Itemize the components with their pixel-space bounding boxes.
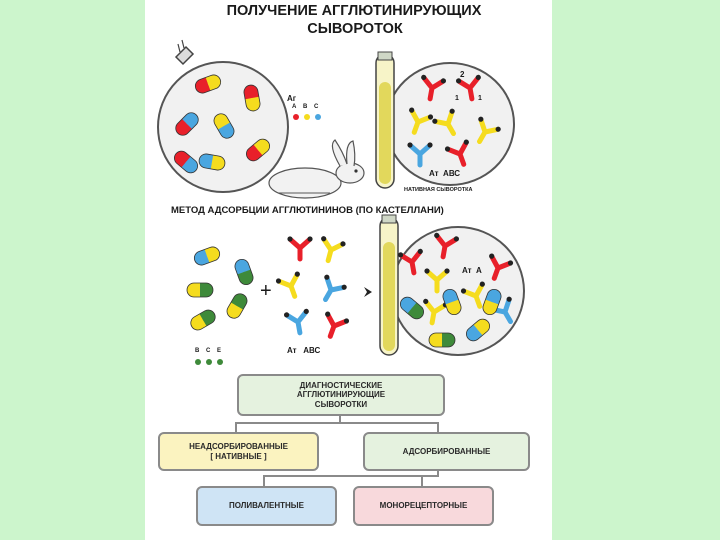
antibody-icon xyxy=(321,236,346,264)
bacterium-icon xyxy=(194,74,222,94)
bacterium-icon xyxy=(190,309,216,331)
bacterium-icon xyxy=(482,288,502,316)
box-adsorbed: АДСОРБИРОВАННЫЕ xyxy=(363,432,530,471)
bacterium-icon xyxy=(174,150,198,174)
antibody-a-label: Ат А xyxy=(462,266,482,275)
plus-sign: + xyxy=(260,280,272,302)
antibody-icon xyxy=(421,74,447,102)
flask-neck xyxy=(174,39,195,66)
bacterium-icon xyxy=(175,112,199,136)
antibody-icon xyxy=(287,236,313,262)
antibody-icon xyxy=(397,248,423,276)
title-line1: ПОЛУЧЕНИЕ АГГЛЮТИНИРУЮЩИХ xyxy=(226,3,482,19)
antibody-icon xyxy=(432,108,456,137)
test-tube-adsorbed xyxy=(379,214,399,356)
antibody-icon xyxy=(275,271,300,299)
number-1b: 1 xyxy=(478,95,482,102)
adsorption-dish xyxy=(391,226,525,356)
number-2: 2 xyxy=(460,70,465,79)
bacterium-icon xyxy=(246,138,270,162)
letter-c: С xyxy=(206,348,211,354)
bacterium-icon xyxy=(186,282,214,298)
native-serum-caption: НАТИВНАЯ СЫВОРОТКА xyxy=(404,187,473,193)
bacterium-icon xyxy=(466,318,490,342)
bacterium-icon xyxy=(243,84,261,112)
test-tube-native-serum xyxy=(375,51,395,189)
antibody-icon xyxy=(444,139,469,167)
antibody-icon xyxy=(409,107,434,135)
antibody-abc-label-2: Ат АВС xyxy=(287,346,321,355)
antigen-letter-a: А xyxy=(292,104,297,110)
antibody-abc-label: Ат АВС xyxy=(429,169,461,178)
arrow-icon xyxy=(364,287,372,297)
box-non-adsorbed: НЕАДСОРБИРОВАННЫЕ [ НАТИВНЫЕ ] xyxy=(158,432,319,471)
box-diagnostic-sera: ДИАГНОСТИЧЕСКИЕ АГГЛЮТИНИРУЮЩИЕ СЫВОРОТК… xyxy=(237,374,445,416)
antibody-icon xyxy=(424,268,450,294)
bacterium-icon xyxy=(234,258,254,286)
bacterium-icon xyxy=(226,293,248,319)
antibody-icon xyxy=(477,116,501,145)
antibody-icon xyxy=(460,281,485,309)
antibody-icon xyxy=(489,253,514,281)
antibody-icon xyxy=(283,308,309,336)
antigen-letter-b: В xyxy=(303,104,308,110)
antigen-letter-c: С xyxy=(314,104,319,110)
method-heading: МЕТОД АДСОРБЦИИ АГГЛЮТИНИНОВ (ПО КАСТЕЛЛ… xyxy=(171,205,444,216)
flowchart-connectors xyxy=(235,412,439,486)
antibody-icon xyxy=(434,232,460,260)
antibody-icon xyxy=(407,142,433,168)
box-polyvalent: ПОЛИВАЛЕНТНЫЕ xyxy=(196,486,337,526)
bacterium-icon xyxy=(198,153,226,171)
bacterium-icon xyxy=(193,246,221,266)
antigen-legend-dots xyxy=(195,114,321,365)
title-line2: СЫВОРОТОК xyxy=(307,21,403,37)
bacterium-icon xyxy=(428,332,456,348)
rabbit-illustration xyxy=(268,139,365,199)
bacterium-icon xyxy=(213,113,235,139)
antibody-icon xyxy=(325,311,350,339)
antigen-label: Аг xyxy=(287,94,297,103)
number-1a: 1 xyxy=(455,95,459,102)
box-monoreceptor: МОНОРЕЦЕПТОРНЫЕ xyxy=(353,486,494,526)
letter-b: В xyxy=(195,348,200,354)
antibody-icon xyxy=(323,274,347,303)
letter-e: Е xyxy=(217,348,222,354)
bacterium-icon xyxy=(442,288,462,316)
bacterium-icon xyxy=(400,296,424,320)
antibody-icon xyxy=(455,74,481,102)
